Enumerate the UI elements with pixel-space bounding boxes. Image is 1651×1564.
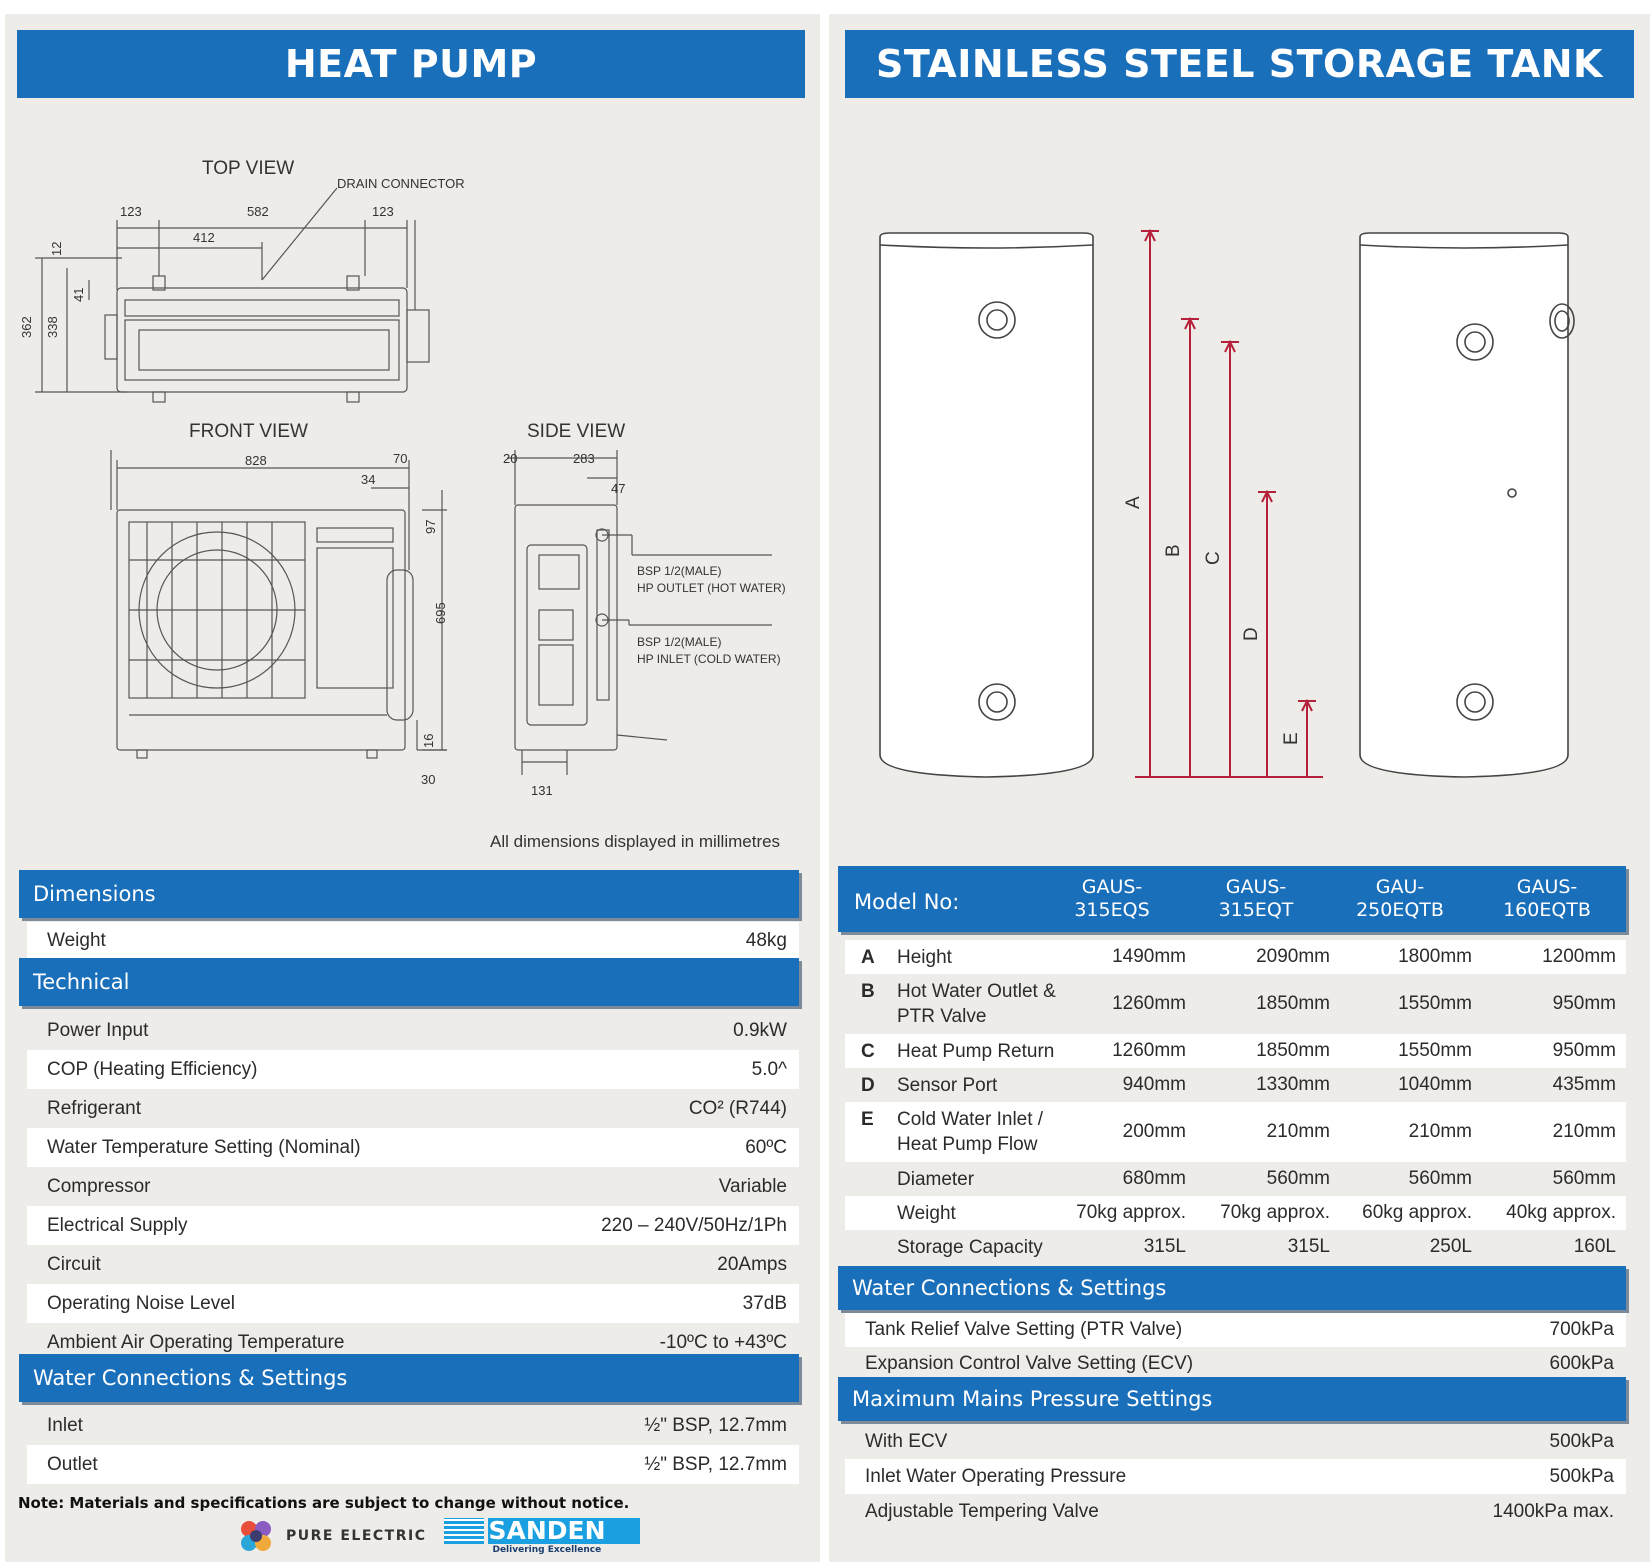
logos: PURE ELECTRIC SANDEN Delivering Excellen… xyxy=(236,1516,641,1556)
pure-electric-logo-icon xyxy=(241,1521,271,1551)
dim-label: 338 xyxy=(45,316,60,338)
model-header: GAUS-160EQTB xyxy=(1503,876,1591,921)
tank-water-row: Tank Relief Valve Setting (PTR Valve)700… xyxy=(845,1313,1626,1347)
technical-row: Water Temperature Setting (Nominal)60ºC xyxy=(27,1128,799,1167)
dim-label: 695 xyxy=(433,602,448,624)
dim-label: 828 xyxy=(245,453,267,468)
technical-header: Technical xyxy=(19,958,799,1006)
disclaimer-note: Note: Materials and specifications are s… xyxy=(18,1494,630,1512)
dim-label: 70 xyxy=(393,451,407,466)
dim-label: 20 xyxy=(503,451,517,466)
heat-pump-banner: HEAT PUMP xyxy=(17,30,805,98)
model-header: GAUS-315EQS xyxy=(1074,876,1150,921)
tank-water-connections-header: Water Connections & Settings xyxy=(838,1266,1626,1310)
dimensions-header: Dimensions xyxy=(19,870,799,918)
sanden-logo: SANDEN Delivering Excellence xyxy=(444,1516,641,1556)
dim-letter-d: D xyxy=(1241,627,1262,641)
dim-label: 12 xyxy=(49,242,64,256)
dim-label: 131 xyxy=(531,783,553,798)
dim-label: 283 xyxy=(573,451,595,466)
side-view-label: SIDE VIEW xyxy=(527,421,625,442)
bsp-inlet-label: BSP 1/2(MALE) xyxy=(637,635,721,649)
dim-label: 47 xyxy=(611,481,625,496)
model-table-header: Model No: GAUS-315EQS GAUS-315EQT GAU-25… xyxy=(838,866,1626,932)
front-view-label: FRONT VIEW xyxy=(189,421,308,442)
dim-label: 16 xyxy=(421,734,436,748)
hp-inlet-label: HP INLET (COLD WATER) xyxy=(637,652,781,666)
storage-tank-title: STAINLESS STEEL STORAGE TANK xyxy=(875,42,1604,86)
dim-label: 412 xyxy=(193,230,215,245)
dim-label: 30 xyxy=(421,772,435,787)
dim-label: 97 xyxy=(423,520,438,534)
dim-label: 123 xyxy=(120,204,142,219)
mains-pressure-header: Maximum Mains Pressure Settings xyxy=(838,1377,1626,1421)
dim-letter-b: B xyxy=(1163,544,1184,557)
dim-letter-e: E xyxy=(1281,732,1302,745)
dim-label: 41 xyxy=(71,288,86,302)
technical-row: COP (Heating Efficiency)5.0^ xyxy=(27,1050,799,1089)
units-note: All dimensions displayed in millimetres xyxy=(490,832,781,851)
hp-outlet-label: HP OUTLET (HOT WATER) xyxy=(637,581,786,595)
model-header: GAU-250EQTB xyxy=(1356,876,1444,921)
dim-label: 34 xyxy=(361,472,375,487)
tank-water-row: Expansion Control Valve Setting (ECV)600… xyxy=(845,1347,1626,1381)
heat-pump-diagram: TOP VIEW DRAIN CONNECTOR 123 582 123 412… xyxy=(17,150,817,810)
dim-letter-c: C xyxy=(1203,551,1224,565)
dim-label: 123 xyxy=(372,204,394,219)
pure-electric-logo: PURE ELECTRIC xyxy=(286,1528,427,1544)
dim-label: 362 xyxy=(19,316,34,338)
dim-letter-a: A xyxy=(1123,496,1144,509)
model-no-label: Model No: xyxy=(854,890,960,914)
top-view-label: TOP VIEW xyxy=(202,158,294,179)
bsp-outlet-label: BSP 1/2(MALE) xyxy=(637,564,721,578)
dim-label: 582 xyxy=(247,204,269,219)
heat-pump-title: HEAT PUMP xyxy=(284,42,538,86)
water-connections-header: Water Connections & Settings xyxy=(19,1354,799,1402)
storage-tank-diagram: A B C D E xyxy=(845,215,1634,795)
drain-connector-label: DRAIN CONNECTOR xyxy=(337,176,465,191)
model-header: GAUS-315EQT xyxy=(1218,876,1294,921)
storage-tank-banner: STAINLESS STEEL STORAGE TANK xyxy=(845,30,1634,98)
